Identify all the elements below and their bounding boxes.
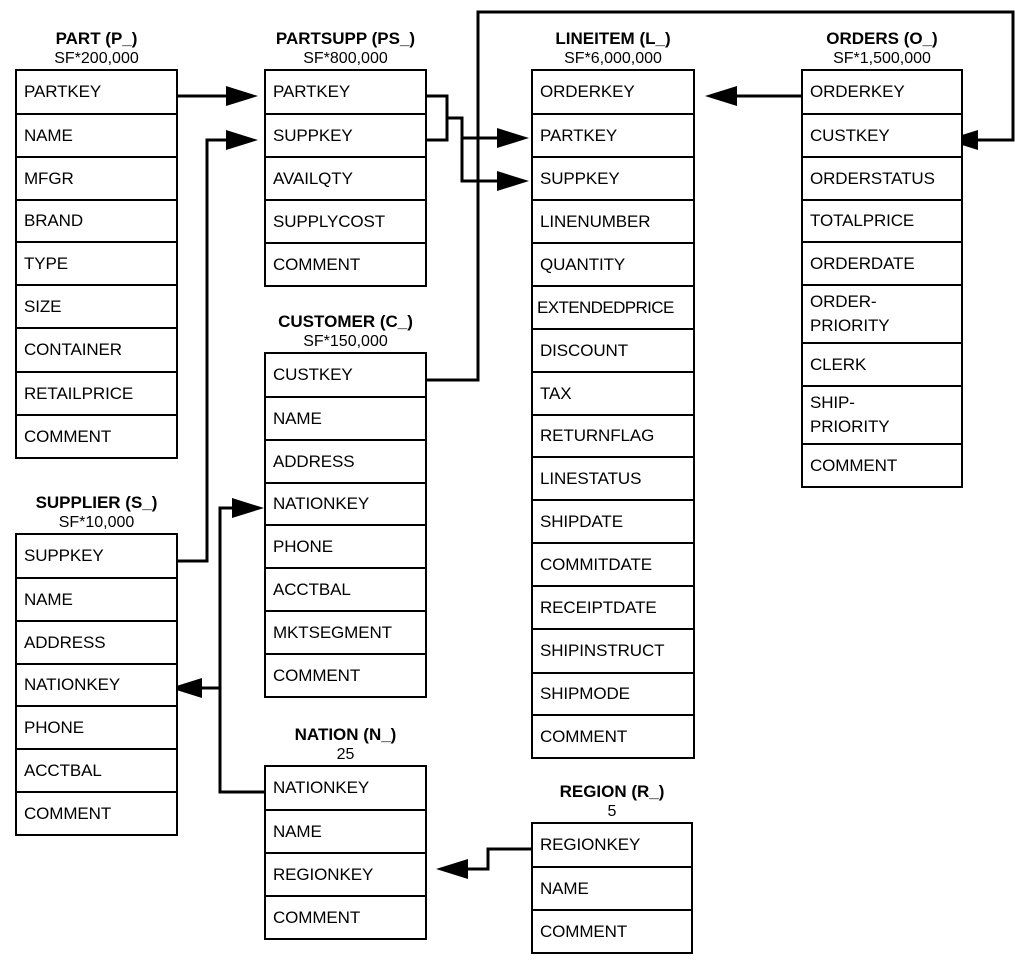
- field-supplier-nationkey[interactable]: NATIONKEY: [17, 665, 176, 707]
- field-lineitem-receiptdate[interactable]: RECEIPTDATE: [533, 587, 693, 630]
- field-lineitem-commitdate[interactable]: COMMITDATE: [533, 544, 693, 587]
- field-supplier-name[interactable]: NAME: [17, 579, 176, 622]
- field-lineitem-tax[interactable]: TAX: [533, 373, 693, 416]
- field-part-comment[interactable]: COMMENT: [17, 416, 176, 459]
- field-partsupp-comment[interactable]: COMMENT: [266, 244, 425, 287]
- entity-lineitem: LINEITEM (L_) SF*6,000,000 ORDERKEY PART…: [531, 28, 695, 759]
- field-lineitem-orderkey[interactable]: ORDERKEY: [533, 71, 693, 115]
- entity-part-cardinality: SF*200,000: [54, 50, 139, 67]
- field-region-name[interactable]: NAME: [533, 868, 691, 911]
- entity-lineitem-cardinality: SF*6,000,000: [564, 50, 662, 67]
- entity-lineitem-fieldbox: ORDERKEY PARTKEY SUPPKEY LINENUMBER QUAN…: [531, 69, 695, 759]
- field-customer-nationkey[interactable]: NATIONKEY: [266, 484, 425, 526]
- field-orders-custkey[interactable]: CUSTKEY: [803, 115, 961, 158]
- entity-customer-fieldbox: CUSTKEY NAME ADDRESS NATIONKEY PHONE ACC…: [264, 352, 427, 698]
- field-orders-orderkey[interactable]: ORDERKEY: [803, 71, 961, 115]
- field-part-mfgr[interactable]: MFGR: [17, 158, 176, 201]
- entity-orders: ORDERS (O_) SF*1,500,000 ORDERKEY CUSTKE…: [801, 28, 963, 488]
- entity-partsupp-title: PARTSUPP (PS_): [275, 29, 416, 48]
- field-partsupp-supplycost[interactable]: SUPPLYCOST: [266, 201, 425, 244]
- entity-partsupp: PARTSUPP (PS_) SF*800,000 PARTKEY SUPPKE…: [264, 28, 427, 287]
- field-nation-regionkey[interactable]: REGIONKEY: [266, 854, 425, 897]
- entity-partsupp-fieldbox: PARTKEY SUPPKEY AVAILQTY SUPPLYCOST COMM…: [264, 69, 427, 287]
- entity-region-title: REGION (R_): [559, 782, 665, 801]
- field-orders-totalprice[interactable]: TOTALPRICE: [803, 201, 961, 243]
- entity-customer-cardinality: SF*150,000: [303, 333, 388, 350]
- field-customer-phone[interactable]: PHONE: [266, 526, 425, 569]
- field-part-partkey[interactable]: PARTKEY: [17, 71, 176, 115]
- entity-nation-cardinality: 25: [336, 746, 355, 763]
- field-orders-clerk[interactable]: CLERK: [803, 344, 961, 387]
- field-orders-orderstatus[interactable]: ORDERSTATUS: [803, 158, 961, 201]
- field-part-type[interactable]: TYPE: [17, 243, 176, 286]
- field-orders-comment[interactable]: COMMENT: [803, 445, 961, 488]
- entity-supplier-title: SUPPLIER (S_): [35, 493, 158, 512]
- entity-supplier: SUPPLIER (S_) SF*10,000 SUPPKEY NAME ADD…: [15, 492, 178, 836]
- field-customer-mktsegment[interactable]: MKTSEGMENT: [266, 612, 425, 655]
- connector-nation-to-customer-supplier: [170, 498, 264, 794]
- entity-orders-fieldbox: ORDERKEY CUSTKEY ORDERSTATUS TOTALPRICE …: [801, 69, 963, 488]
- field-lineitem-linestatus[interactable]: LINESTATUS: [533, 458, 693, 501]
- field-lineitem-discount[interactable]: DISCOUNT: [533, 330, 693, 373]
- connector-supplier-to-partsupp: [178, 130, 258, 563]
- field-lineitem-suppkey[interactable]: SUPPKEY: [533, 158, 693, 201]
- entity-nation-fieldbox: NATIONKEY NAME REGIONKEY COMMENT: [264, 765, 427, 940]
- field-lineitem-extendedprice[interactable]: EXTENDEDPRICE: [533, 287, 693, 330]
- entity-supplier-fieldbox: SUPPKEY NAME ADDRESS NATIONKEY PHONE ACC…: [15, 533, 178, 836]
- field-nation-name[interactable]: NAME: [266, 811, 425, 854]
- entity-orders-cardinality: SF*1,500,000: [833, 50, 931, 67]
- field-partsupp-partkey[interactable]: PARTKEY: [266, 71, 425, 115]
- field-lineitem-shipdate[interactable]: SHIPDATE: [533, 501, 693, 544]
- entity-orders-title: ORDERS (O_): [826, 29, 938, 48]
- field-lineitem-partkey[interactable]: PARTKEY: [533, 115, 693, 158]
- field-lineitem-quantity[interactable]: QUANTITY: [533, 244, 693, 287]
- field-orders-orderpriority[interactable]: ORDER-PRIORITY: [803, 286, 961, 344]
- entity-part: PART (P_) SF*200,000 PARTKEY NAME MFGR B…: [15, 28, 178, 459]
- field-orders-orderdate[interactable]: ORDERDATE: [803, 243, 961, 286]
- field-customer-name[interactable]: NAME: [266, 398, 425, 441]
- connector-orders-to-lineitem: [705, 86, 801, 106]
- entity-partsupp-cardinality: SF*800,000: [303, 50, 388, 67]
- field-lineitem-comment[interactable]: COMMENT: [533, 716, 693, 759]
- field-lineitem-shipmode[interactable]: SHIPMODE: [533, 674, 693, 716]
- entity-part-fieldbox: PARTKEY NAME MFGR BRAND TYPE SIZE CONTAI…: [15, 69, 178, 459]
- entity-customer-title: CUSTOMER (C_): [278, 312, 413, 331]
- field-partsupp-suppkey[interactable]: SUPPKEY: [266, 115, 425, 158]
- field-orders-shippriority[interactable]: SHIP-PRIORITY: [803, 387, 961, 445]
- entity-region-cardinality: 5: [607, 803, 617, 820]
- field-customer-custkey[interactable]: CUSTKEY: [266, 354, 425, 398]
- field-supplier-acctbal[interactable]: ACCTBAL: [17, 750, 176, 793]
- field-lineitem-returnflag[interactable]: RETURNFLAG: [533, 416, 693, 458]
- entity-nation: NATION (N_) 25 NATIONKEY NAME REGIONKEY …: [264, 724, 427, 940]
- entity-region: REGION (R_) 5 REGIONKEY NAME COMMENT: [531, 781, 693, 954]
- field-part-name[interactable]: NAME: [17, 115, 176, 158]
- entity-supplier-cardinality: SF*10,000: [58, 514, 135, 531]
- field-customer-acctbal[interactable]: ACCTBAL: [266, 569, 425, 612]
- field-customer-comment[interactable]: COMMENT: [266, 655, 425, 698]
- entity-part-title: PART (P_): [55, 29, 138, 48]
- field-lineitem-shipinstruct[interactable]: SHIPINSTRUCT: [533, 630, 693, 674]
- entity-customer: CUSTOMER (C_) SF*150,000 CUSTKEY NAME AD…: [264, 311, 427, 698]
- entity-lineitem-title: LINEITEM (L_): [555, 29, 671, 48]
- field-part-retailprice[interactable]: RETAILPRICE: [17, 373, 176, 416]
- field-region-comment[interactable]: COMMENT: [533, 911, 691, 954]
- field-nation-comment[interactable]: COMMENT: [266, 897, 425, 940]
- field-part-container[interactable]: CONTAINER: [17, 329, 176, 373]
- connector-partsupp-to-lineitem: [427, 94, 529, 191]
- connector-part-to-partsupp: [178, 86, 258, 106]
- field-supplier-address[interactable]: ADDRESS: [17, 622, 176, 665]
- field-region-regionkey[interactable]: REGIONKEY: [533, 824, 691, 868]
- field-part-brand[interactable]: BRAND: [17, 201, 176, 243]
- field-supplier-suppkey[interactable]: SUPPKEY: [17, 535, 176, 579]
- entity-nation-title: NATION (N_): [294, 725, 397, 744]
- field-partsupp-availqty[interactable]: AVAILQTY: [266, 158, 425, 201]
- entity-region-fieldbox: REGIONKEY NAME COMMENT: [531, 822, 693, 954]
- field-supplier-phone[interactable]: PHONE: [17, 707, 176, 750]
- field-lineitem-linenumber[interactable]: LINENUMBER: [533, 201, 693, 244]
- connector-region-to-nation: [436, 847, 531, 879]
- field-nation-nationkey[interactable]: NATIONKEY: [266, 767, 425, 811]
- field-supplier-comment[interactable]: COMMENT: [17, 793, 176, 836]
- field-part-size[interactable]: SIZE: [17, 286, 176, 329]
- field-customer-address[interactable]: ADDRESS: [266, 441, 425, 484]
